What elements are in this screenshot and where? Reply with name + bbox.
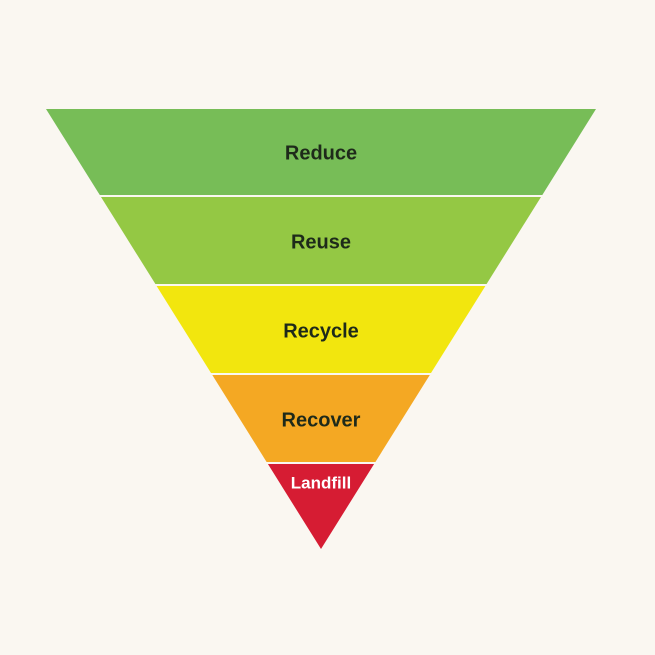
tier-landfill-label: Landfill xyxy=(291,473,351,492)
tier-recycle: Recycle xyxy=(156,286,486,373)
tier-reduce-band xyxy=(46,109,596,195)
tier-landfill-band xyxy=(267,464,375,549)
tier-recover-band xyxy=(212,375,430,462)
tier-reuse: Reuse xyxy=(101,197,541,284)
tier-recycle-label: Recycle xyxy=(283,320,359,342)
tier-reuse-label: Reuse xyxy=(291,231,351,253)
tier-reduce-label: Reduce xyxy=(285,142,357,164)
tier-reuse-band xyxy=(101,197,541,284)
tier-recycle-band xyxy=(156,286,486,373)
tier-recover: Recover xyxy=(212,375,430,462)
tier-landfill: Landfill xyxy=(267,464,375,549)
tier-reduce: Reduce xyxy=(46,109,596,195)
tier-recover-label: Recover xyxy=(282,409,361,431)
